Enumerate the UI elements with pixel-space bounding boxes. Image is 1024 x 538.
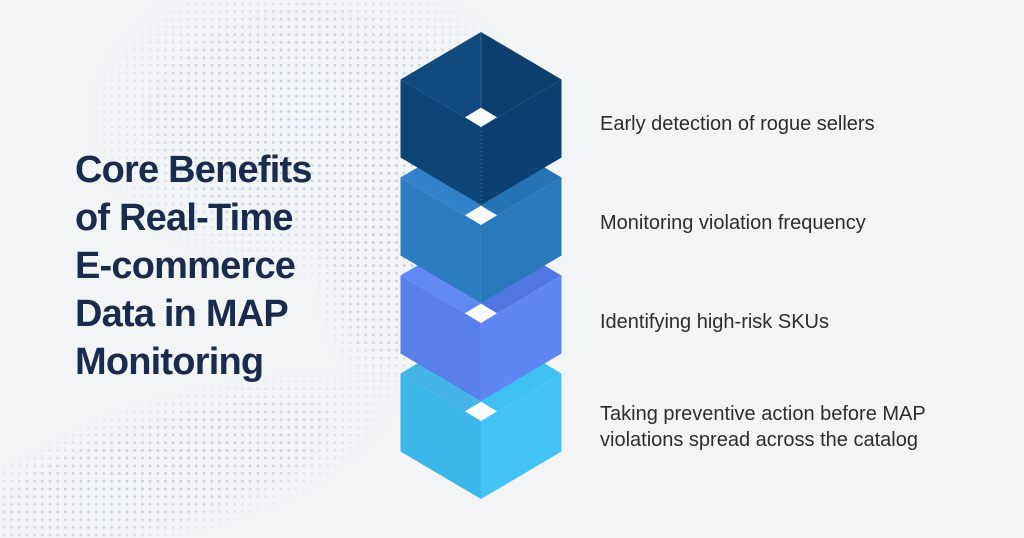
page-title: Core Benefits of Real-Time E-commerce Da… — [75, 146, 312, 386]
cube-top-right-face — [481, 32, 562, 127]
cube-side-right-face — [481, 373, 562, 499]
cube-side-right-face — [481, 275, 562, 401]
cube-side-left-face — [400, 177, 481, 303]
cube-side-right-face — [481, 79, 562, 205]
title-line: E-commerce — [75, 245, 296, 287]
title-line: Monitoring — [75, 341, 264, 383]
title-line: Data in MAP — [75, 293, 289, 335]
cube-hole-diamond — [465, 303, 497, 323]
cube-1 — [400, 32, 562, 205]
cube-hole-diamond — [465, 401, 497, 421]
cube-hole-diamond — [465, 205, 497, 225]
title-line: of Real-Time — [75, 197, 294, 239]
cube-side-left-face — [400, 275, 481, 401]
cube-side-left-face — [400, 373, 481, 499]
title-line: Core Benefits — [75, 149, 312, 191]
cube-top-left-face — [400, 32, 481, 127]
cube-hole-diamond — [465, 107, 497, 127]
cube-side-right-face — [481, 177, 562, 303]
cube-side-left-face — [400, 79, 481, 205]
